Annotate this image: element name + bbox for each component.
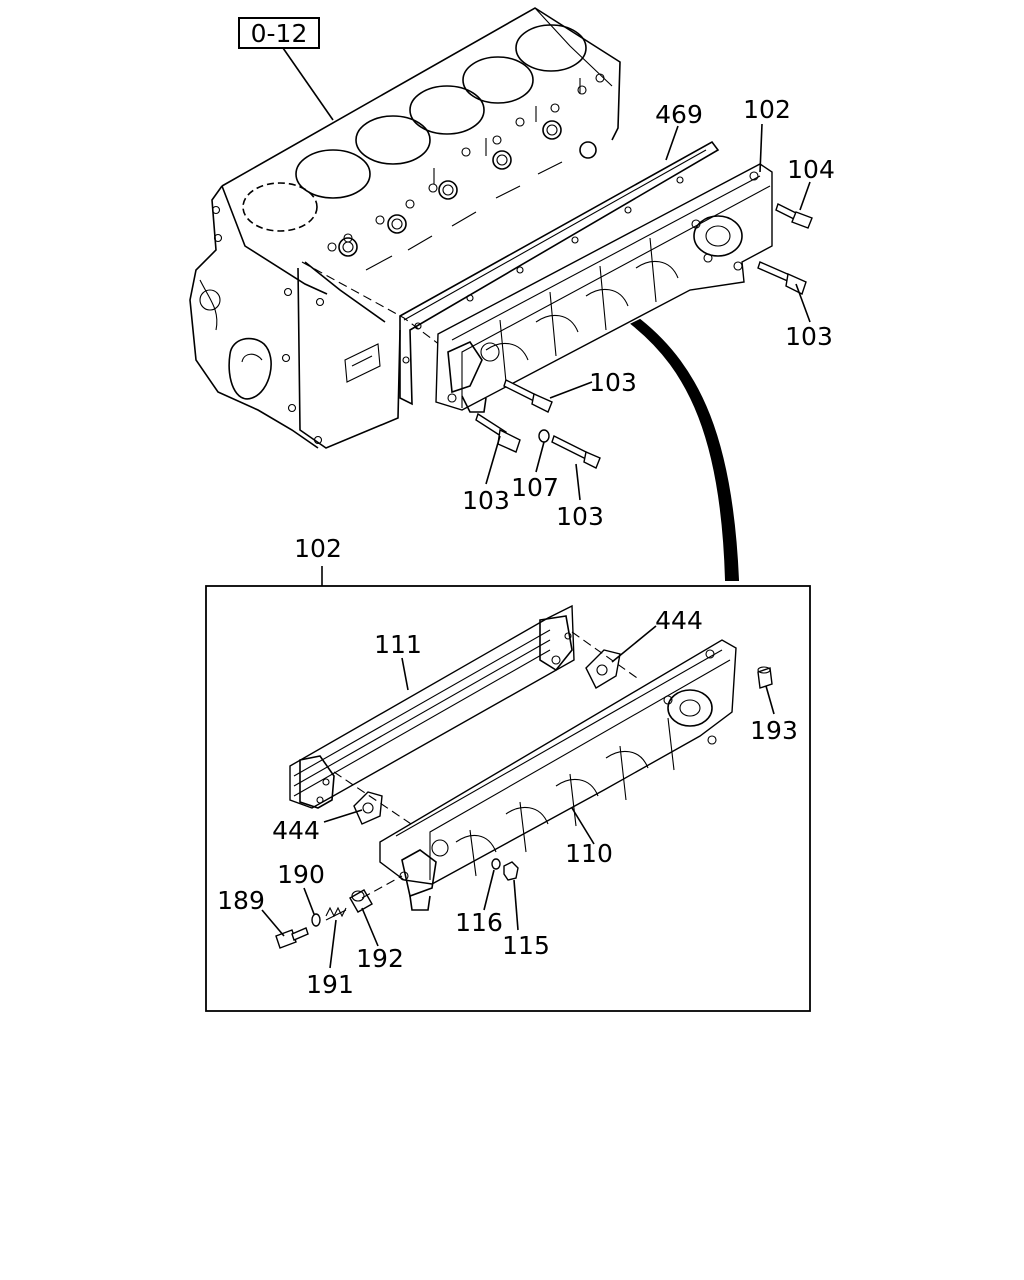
- gasket-444-left: [353, 791, 383, 825]
- callout-116: 116: [455, 908, 503, 937]
- detail-frame: [205, 566, 811, 1012]
- engine-block: [189, 7, 621, 449]
- callout-103-mid: 103: [589, 368, 637, 397]
- reference-box-label: 0-12: [251, 19, 308, 48]
- leader-lines: [261, 123, 811, 969]
- reference-box: 0-12: [238, 17, 334, 121]
- detail-arrow: [630, 318, 740, 581]
- cooler-element-111: [289, 604, 575, 809]
- nut-115: [503, 861, 519, 881]
- gasket-469: [399, 140, 720, 406]
- gasket-444-top: [585, 649, 621, 689]
- callout-192: 192: [356, 944, 404, 973]
- washer-116: [491, 858, 501, 870]
- valve-192: [349, 889, 373, 913]
- callout-103-right: 103: [785, 322, 833, 351]
- callout-102-top: 102: [743, 95, 791, 124]
- callout-190: 190: [277, 860, 325, 889]
- callout-102-detail: 102: [294, 534, 342, 563]
- bolt-104: [775, 203, 813, 229]
- bolt-103-mid: [503, 379, 553, 413]
- block-bolt-holes: [211, 73, 605, 445]
- callout-191: 191: [306, 970, 354, 999]
- callout-110: 110: [565, 839, 613, 868]
- block-bosses: [338, 120, 597, 257]
- bolt-103-bl: [475, 412, 521, 453]
- callout-115: 115: [502, 931, 550, 960]
- callout-193: 193: [750, 716, 798, 745]
- callout-labels: 469 102 104 103 103 103 107 103 102 111 …: [217, 95, 835, 999]
- callout-444-top: 444: [655, 606, 703, 635]
- callout-104: 104: [787, 155, 835, 184]
- callout-103-bl: 103: [462, 486, 510, 515]
- callout-103-br: 103: [556, 502, 604, 531]
- cooler-housing-110: [379, 639, 737, 911]
- spring-191: [325, 906, 347, 921]
- bolt-103-right: [757, 261, 807, 295]
- bolt-103-br: [551, 435, 601, 469]
- callout-107: 107: [511, 473, 559, 502]
- callout-444-left: 444: [272, 816, 320, 845]
- plug-193: [757, 666, 773, 689]
- bolt-189: [275, 927, 309, 949]
- callout-189: 189: [217, 886, 265, 915]
- washer-190: [311, 913, 321, 927]
- callout-111: 111: [374, 630, 422, 659]
- callout-469: 469: [655, 100, 703, 129]
- washer-107: [538, 429, 550, 443]
- oil-cooler-assembly-top: [435, 163, 773, 413]
